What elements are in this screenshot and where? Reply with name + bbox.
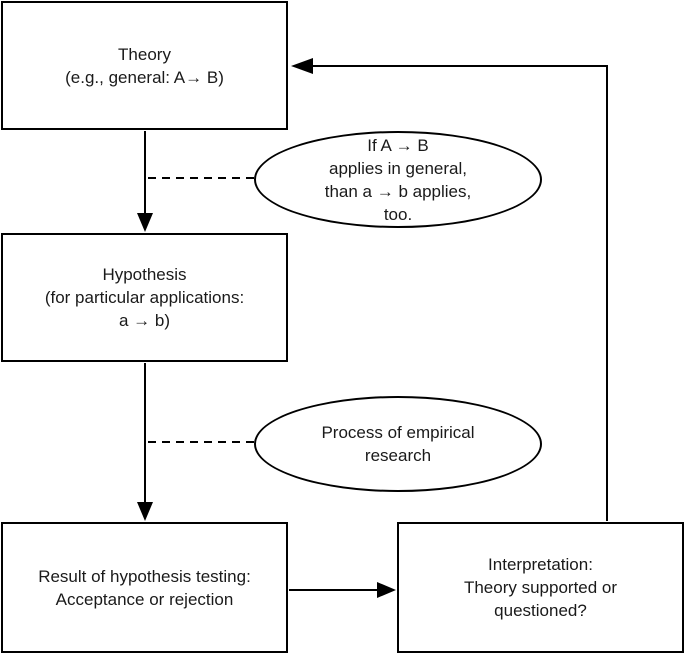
interpretation-line-3: questioned?	[494, 601, 587, 620]
arrow-hypothesis-to-result	[137, 363, 153, 521]
arrow-interpretation-to-theory	[291, 58, 608, 521]
empirical-line-2: research	[364, 446, 432, 465]
theory-title: Theory	[118, 44, 171, 64]
hypothesis-box: Hypothesis (for particular applications:…	[1, 233, 288, 362]
result-line-1: Result of hypothesis testing:	[38, 566, 251, 586]
theory-box: Theory (e.g., general: A→ B)	[1, 1, 288, 130]
empirical-research-ellipse: Process of empirical research	[254, 396, 542, 492]
hypothesis-line-3: a → b)	[118, 311, 171, 330]
deduction-line-2: applies in general,	[329, 158, 467, 178]
arrow-theory-to-hypothesis	[137, 131, 153, 232]
deduction-line-3: than a → b applies,	[324, 181, 472, 201]
deduction-ellipse: If A → B applies in general, than a → b …	[254, 131, 542, 228]
empirical-line-1: Process of empirical	[321, 423, 475, 442]
deduction-line-4: too.	[383, 204, 413, 224]
hypothesis-line-2: (for particular applications:	[44, 288, 245, 307]
arrow-result-to-interpretation	[289, 582, 396, 598]
deduction-line-1: If A → B	[367, 135, 429, 155]
theory-example: (e.g., general: A→ B)	[65, 67, 224, 87]
interpretation-box: Interpretation: Theory supported or ques…	[397, 522, 684, 653]
result-line-2: Acceptance or rejection	[55, 589, 234, 609]
interpretation-line-1: Interpretation:	[488, 555, 593, 574]
hypothesis-title: Hypothesis	[102, 265, 187, 284]
result-box: Result of hypothesis testing: Acceptance…	[1, 522, 288, 653]
interpretation-line-2: Theory supported or	[463, 578, 618, 597]
